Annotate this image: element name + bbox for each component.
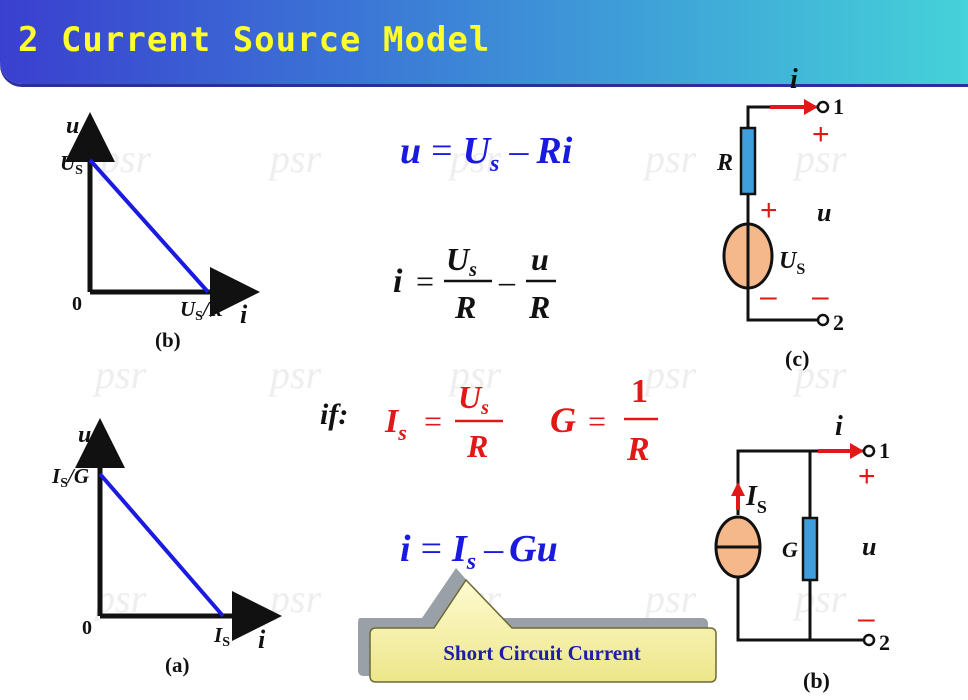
equation-voltage-text: u=Us–Ri (400, 130, 573, 177)
eq2-i: i (393, 263, 403, 300)
current-label: i (835, 411, 843, 442)
equation-condition: if: Is = Us R G = 1 R (320, 373, 658, 468)
eq2-denominator-1: R (454, 289, 476, 325)
cond-numerator: Us (458, 379, 489, 419)
terminal-1 (862, 444, 876, 458)
origin-label: 0 (72, 293, 82, 315)
callout-body (369, 578, 717, 683)
conductance (801, 516, 819, 582)
voltage-label: u (817, 198, 831, 227)
origin-label: 0 (82, 617, 92, 639)
cond-equals: = (424, 403, 442, 439)
watermark-text: psr (792, 136, 847, 181)
watermark-text: psr (267, 136, 322, 181)
watermark-text: psr (792, 352, 847, 397)
if-label: if: (320, 398, 348, 431)
x-intercept-label: US/R (180, 297, 223, 324)
watermark-text: psr (447, 352, 502, 397)
resistor (739, 126, 757, 196)
eq2-denominator-2: R (528, 289, 550, 325)
axis-label-i: i (240, 300, 248, 329)
characteristic-line (98, 472, 225, 618)
watermark-text: psr (792, 576, 847, 621)
wire-bottom (736, 577, 866, 642)
source-arrow-head (731, 482, 745, 496)
current-arrow-head (804, 99, 818, 115)
axis-label-u: u (66, 113, 79, 139)
eq2-equals: = (416, 263, 434, 299)
resistor-label: R (716, 150, 733, 176)
equation-current-source-text: i=Is–Gu (400, 528, 558, 575)
watermark-text: psr (642, 136, 697, 181)
minus-sign: – (812, 280, 829, 313)
watermark-text: psr (447, 136, 502, 181)
cond-Is: Is (384, 403, 407, 445)
watermark-text: psr (92, 352, 147, 397)
terminal-1 (816, 100, 830, 114)
circuit-caption: (c) (785, 346, 809, 371)
equation-current-source: i=Is–Gu (400, 528, 558, 575)
source-plus: + (760, 194, 778, 227)
graph-caption: (b) (155, 328, 181, 352)
eq2-minus: – (498, 263, 516, 299)
axis-label-i: i (258, 625, 266, 654)
circuit-caption: (b) (803, 668, 830, 693)
watermark-text: psr (267, 576, 322, 621)
watermark-text: psr (642, 352, 697, 397)
wire-bottom (746, 288, 820, 322)
cond-denominator-2: R (626, 431, 650, 468)
characteristic-line (88, 158, 210, 294)
node-1-label: 1 (833, 94, 844, 119)
equation-voltage: u=Us–Ri (400, 130, 573, 177)
source-label: US (779, 248, 805, 278)
graph-caption: (a) (165, 653, 190, 677)
source-label: IS (745, 481, 767, 517)
node-2-label: 2 (879, 630, 890, 655)
cond-one: 1 (631, 373, 648, 410)
voltage-label: u (862, 532, 876, 561)
title-bar: 2 Current Source Model (0, 0, 968, 84)
circuit-current-source-model: i 1 2 + – IS G u (b) (714, 411, 890, 693)
current-label: i (790, 64, 798, 95)
source-minus: – (760, 280, 777, 313)
watermark-text: psr (267, 352, 322, 397)
circuit-voltage-source-model: i 1 2 + – R + – US u (c) (716, 64, 844, 371)
eq2-numerator-1: Us (446, 241, 477, 281)
minus-sign: – (858, 602, 875, 635)
watermark-text: psr (642, 576, 697, 621)
graph-top: u i 0 US US/R (b) (60, 112, 260, 352)
slide-title: 2 Current Source Model (18, 20, 491, 60)
y-intercept-label: IS/G (51, 464, 89, 491)
terminal-2 (862, 633, 876, 647)
callout-label: Short Circuit Current (443, 640, 641, 665)
current-arrow-head (850, 443, 864, 459)
terminal-2 (816, 313, 830, 327)
cond-denominator: R (466, 428, 488, 464)
equation-current: i = Us R – u R (393, 241, 556, 325)
plus-sign: + (812, 118, 830, 151)
node-2-label: 2 (833, 310, 844, 335)
node-1-label: 1 (879, 438, 890, 463)
cond-equals-2: = (588, 403, 606, 439)
graph-bottom: u i 0 IS/G IS (a) (51, 418, 282, 677)
axis-label-u: u (78, 422, 91, 448)
plus-sign: + (858, 460, 876, 493)
cond-G: G (550, 400, 576, 440)
conductance-label: G (782, 537, 798, 562)
callout-bubble (358, 568, 717, 683)
y-intercept-label: US (60, 151, 83, 178)
x-intercept-label: IS (213, 623, 230, 650)
eq2-numerator-2: u (531, 241, 549, 277)
